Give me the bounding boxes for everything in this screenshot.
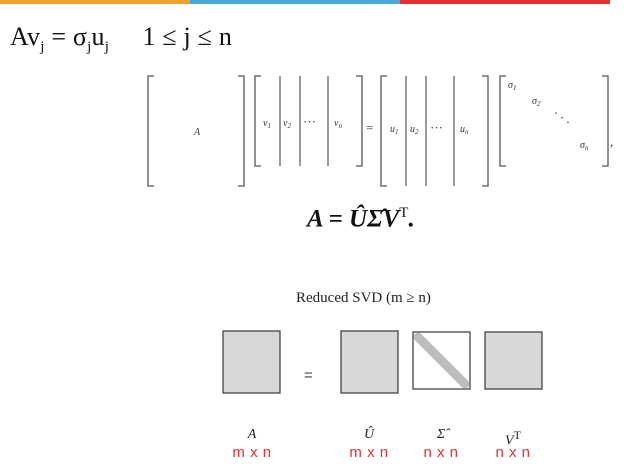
block-V-transpose <box>484 331 543 390</box>
bracket-U-left <box>380 75 387 187</box>
label-symbol: A <box>247 427 257 442</box>
label-symbol: Σ̂ <box>436 427 446 442</box>
label-A: A m x n <box>212 426 292 461</box>
eq-index-range: 1 ≤ j ≤ n <box>142 22 233 51</box>
vector-u1: u1 <box>390 124 399 136</box>
reduced-svd-diagram: = <box>222 330 543 394</box>
label-Sigma-hat: Σ̂ n x n <box>401 426 481 461</box>
eq-sigma: σ <box>72 22 88 51</box>
label-symbol: Û <box>363 427 375 442</box>
bracket-Sigma-right <box>602 75 609 167</box>
label-dims: m x n <box>349 444 389 461</box>
vector-vn: vn <box>334 118 342 130</box>
eq-v: v <box>27 22 41 51</box>
bracket-V-left <box>254 75 261 167</box>
label-dims: n x n <box>495 444 531 461</box>
bar-segment-blue <box>190 0 400 4</box>
matrix-A-label: A <box>193 127 201 138</box>
eq-equals: = <box>44 22 73 51</box>
eq-u: u <box>91 22 105 51</box>
bracket-A-right <box>238 75 245 187</box>
bracket-Sigma-left <box>499 75 506 167</box>
label-dims: m x n <box>232 444 272 461</box>
comma: , <box>610 134 613 149</box>
matrix-form-equation: A v1 v2 ··· vn = u1 u2 ··· un σ1 σ2 · · … <box>147 75 613 187</box>
vector-v2: v2 <box>283 118 291 130</box>
bar-segment-red <box>400 0 610 4</box>
bracket-A-left <box>147 75 154 187</box>
vector-un: un <box>460 124 469 136</box>
label-symbol: VT <box>505 428 521 449</box>
block-U-hat <box>340 330 399 394</box>
eq-A: A <box>10 22 28 51</box>
reduced-svd-formula: A = ÛΣ̂VT. <box>307 205 415 233</box>
label-V-transpose: VT n x n <box>473 426 553 461</box>
formula-transpose: T <box>399 205 409 221</box>
diagram-equals: = <box>304 367 313 384</box>
bar-segment-orange <box>0 0 190 4</box>
eq-sub-j: j <box>40 39 45 56</box>
eq-sub-j: j <box>87 39 92 56</box>
sigma-2: σ2 <box>532 96 541 108</box>
label-U-hat: Û m x n <box>329 426 409 461</box>
bracket-V-right <box>356 75 363 167</box>
block-A <box>222 330 281 394</box>
ellipsis: ··· <box>430 120 443 135</box>
ellipsis: ··· <box>303 114 316 129</box>
label-dims: n x n <box>423 444 459 461</box>
formula-Sigma-hat: Σ̂ <box>367 205 383 233</box>
singular-value-equation: Avj = σjuj 1 ≤ j ≤ n <box>10 22 232 56</box>
sigma-diagonal <box>413 332 470 389</box>
diagonal-dots: · · · <box>550 106 575 130</box>
vector-v1: v1 <box>263 118 271 130</box>
formula-period: . <box>408 205 415 233</box>
bracket-U-right <box>482 75 489 187</box>
vector-u2: u2 <box>410 124 419 136</box>
top-color-bar <box>0 0 634 4</box>
sigma-1: σ1 <box>508 80 516 92</box>
sigma-n: σn <box>580 140 589 152</box>
eq-sub-j: j <box>104 39 110 56</box>
formula-lhs: A = <box>307 205 350 233</box>
reduced-svd-title: Reduced SVD (m ≥ n) <box>296 290 431 306</box>
equals-sign: = <box>366 120 373 135</box>
formula-U-hat: Û <box>349 205 368 233</box>
formula-V: V <box>382 205 400 233</box>
